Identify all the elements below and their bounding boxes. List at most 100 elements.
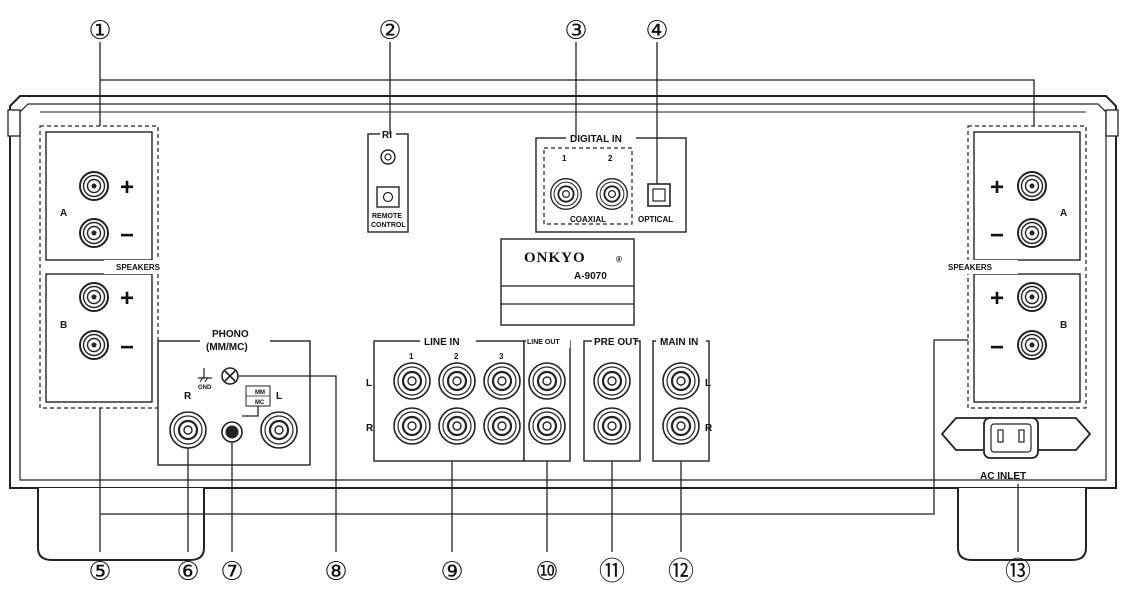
callout-2: ② (378, 15, 401, 45)
ri-jack[interactable] (380, 149, 396, 165)
ri-remote-control-group: RI REMOTE CONTROL (367, 128, 409, 233)
brand-logo: ONKYO (524, 250, 586, 266)
leader-lines (99, 42, 1035, 552)
polarity-plus-label: + (990, 285, 1004, 312)
brand-registered-mark: ® (616, 255, 622, 264)
remote-label-line1: REMOTE (372, 213, 402, 220)
line-in-2-r-jack[interactable] (437, 406, 477, 446)
callout-10: ⑩ (535, 556, 558, 586)
coaxial-1-jack[interactable] (549, 177, 583, 211)
coaxial-2-jack[interactable] (595, 177, 629, 211)
callout-12: ⑫ (668, 556, 694, 586)
mm-label: MM (255, 390, 265, 396)
line-out-label: LINE OUT (527, 339, 560, 346)
remote-label-line2: CONTROL (371, 222, 406, 229)
pre-out-l-jack[interactable] (592, 361, 632, 401)
speaker-terminal-a-plus[interactable] (1017, 171, 1047, 201)
callout-1: ① (88, 15, 111, 45)
phono-l-label: L (276, 391, 282, 402)
phono-label: PHONO (212, 329, 249, 340)
optical-jack[interactable] (647, 183, 671, 207)
callout-5: ⑤ (88, 556, 111, 586)
speaker-b-label: B (60, 320, 67, 331)
callout-7: ⑦ (220, 556, 243, 586)
line-in-label: LINE IN (424, 337, 460, 348)
line-in-2-label: 2 (454, 352, 459, 361)
mc-label: MC (255, 400, 265, 406)
line-in-3-l-jack[interactable] (482, 361, 522, 401)
ground-icon (198, 368, 212, 383)
pre-out-label: PRE OUT (594, 337, 638, 348)
gnd-label: GND (198, 385, 212, 391)
speakers-right-label: SPEAKERS (948, 263, 993, 272)
speaker-terminal-a-plus[interactable] (79, 171, 109, 201)
main-in-r-label: R (705, 423, 713, 434)
line-out-group: LINE OUT (523, 334, 571, 462)
remote-control-jack[interactable] (376, 186, 400, 208)
main-in-r-jack[interactable] (661, 406, 701, 446)
polarity-minus-label: − (990, 334, 1004, 361)
line-in-1-r-jack[interactable] (392, 406, 432, 446)
coaxial-label: COAXIAL (570, 215, 606, 224)
callout-3: ③ (564, 15, 587, 45)
speaker-terminal-a-minus[interactable] (1017, 218, 1047, 248)
brand-plate: ONKYO ® A-9070 (500, 238, 635, 326)
digital-in-label: DIGITAL IN (570, 134, 622, 145)
phono-r-jack[interactable] (168, 410, 208, 450)
speaker-terminal-a-minus[interactable] (79, 218, 109, 248)
line-in-1-l-jack[interactable] (392, 361, 432, 401)
callouts: ① ② ③ ④ ⑤ ⑥ ⑦ ⑧ ⑨ ⑩ ⑪ ⑫ ⑬ (88, 15, 1031, 586)
phono-group: PHONO (MM/MC) GND MM MC R L (157, 326, 311, 466)
speakers-left-label: SPEAKERS (116, 263, 161, 272)
polarity-plus-label: + (120, 285, 134, 312)
polarity-minus-label: − (120, 222, 134, 249)
line-out-l-jack[interactable] (527, 361, 567, 401)
coaxial-1-label: 1 (562, 154, 567, 163)
mm-mc-switch[interactable] (221, 421, 243, 443)
line-in-l-label: L (366, 378, 372, 389)
digital-in-group: DIGITAL IN 1 2 COAXIAL OPTICAL (535, 131, 687, 233)
ac-inlet-group: AC INLET (940, 417, 1092, 482)
phono-mm-mc-label: (MM/MC) (206, 342, 248, 353)
speaker-a-label: A (60, 208, 67, 219)
ac-inlet-label: AC INLET (980, 471, 1026, 482)
speaker-terminal-b-plus[interactable] (1017, 282, 1047, 312)
main-in-label: MAIN IN (660, 337, 698, 348)
pre-out-group: PRE OUT (583, 334, 641, 462)
line-in-3-label: 3 (499, 352, 504, 361)
phono-r-label: R (184, 391, 192, 402)
polarity-plus-label: + (990, 174, 1004, 201)
speaker-terminal-b-minus[interactable] (1017, 330, 1047, 360)
line-in-3-r-jack[interactable] (482, 406, 522, 446)
pre-out-r-jack[interactable] (592, 406, 632, 446)
polarity-minus-label: − (120, 334, 134, 361)
main-in-l-jack[interactable] (661, 361, 701, 401)
speaker-terminal-b-plus[interactable] (79, 282, 109, 312)
coaxial-2-label: 2 (608, 154, 613, 163)
main-in-group: MAIN IN L R (652, 334, 713, 462)
ground-screw-terminal[interactable] (221, 367, 239, 385)
model-number: A-9070 (574, 271, 607, 282)
line-out-r-jack[interactable] (527, 406, 567, 446)
line-in-r-label: R (366, 423, 374, 434)
callout-6: ⑥ (176, 556, 199, 586)
ri-label: RI (382, 130, 392, 141)
speakers-left-group: + − + − A B SPEAKERS (39, 125, 180, 409)
speaker-terminal-b-minus[interactable] (79, 330, 109, 360)
speaker-a-label: A (1060, 208, 1067, 219)
callout-9: ⑨ (440, 556, 463, 586)
callout-8: ⑧ (324, 556, 347, 586)
line-in-2-l-jack[interactable] (437, 361, 477, 401)
speakers-right-group: + − + − A B SPEAKERS (942, 125, 1087, 409)
polarity-minus-label: − (990, 222, 1004, 249)
speaker-b-label: B (1060, 320, 1067, 331)
line-in-1-label: 1 (409, 352, 414, 361)
callout-13: ⑬ (1005, 556, 1031, 586)
polarity-plus-label: + (120, 174, 134, 201)
main-in-l-label: L (705, 378, 711, 389)
callout-4: ④ (645, 15, 668, 45)
callout-11: ⑪ (599, 556, 625, 586)
phono-l-jack[interactable] (259, 410, 299, 450)
line-in-group: LINE IN 1 2 3 L R (366, 334, 525, 462)
